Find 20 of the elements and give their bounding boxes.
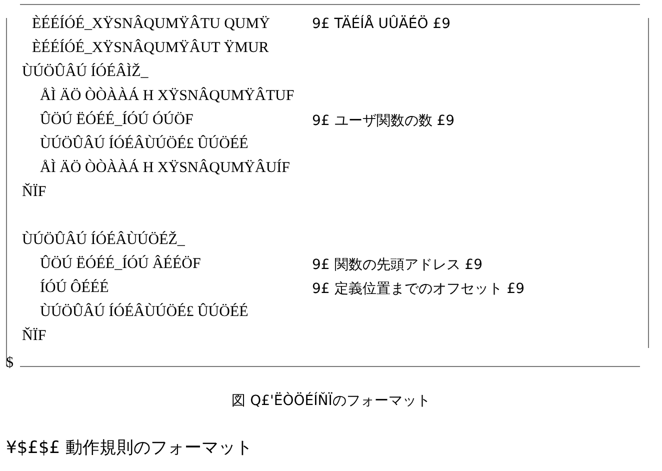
code-comment: 9£ TÄÉÍÅ UÛÄÉÖ £9 xyxy=(312,16,451,32)
code-line: ÙÚÖÛÂÚ ÍÓÉÂÙÚÖÉ£ ÛÚÖÉÉ xyxy=(40,304,248,321)
code-line: ÙÚÖÛÂÚ ÍÓÉÂÙÚÖÉŽ_ xyxy=(22,232,185,249)
code-line: ÈÉÉÍÓÉ_XŸSNÂQUMŸÂUT ŸMUR xyxy=(32,40,269,57)
section-heading: ¥$£$£ 動作規則のフォーマット xyxy=(6,437,252,459)
code-line: ÅÌ ÄÖ ÒÒÀÀÁ H XŸSNÂQUMŸÂTUF xyxy=(40,88,294,105)
code-comment: 9£ 定義位置までのオフセット £9 xyxy=(312,280,525,298)
code-line: ÅÌ ÄÖ ÒÒÀÀÁ H XŸSNÂQUMŸÂUÍF xyxy=(40,160,290,177)
figure-caption: 図 Q£'ËÒÖÉÍŇÏのフォーマット xyxy=(232,393,430,409)
code-line: ŇÏF xyxy=(22,328,46,345)
code-line: ÛÖÚ ËÓÉÉ_ÍÓÚ ÓÚÖF xyxy=(40,112,194,129)
code-line: ÙÚÖÛÂÚ ÍÓÉÂÌŽ_ xyxy=(22,64,148,81)
code-comment: 9£ ユーザ関数の数 £9 xyxy=(312,112,455,130)
code-line: ÙÚÖÛÂÚ ÍÓÉÂÙÚÖÉ£ ÛÚÖÉÉ xyxy=(40,136,248,153)
code-comment: 9£ 関数の先頭アドレス £9 xyxy=(312,256,483,274)
code-line: ÈÉÉÍÓÉ_XŸSNÂQUMŸÂTU QUMŸ xyxy=(32,16,270,33)
code-line: ÛÖÚ ËÓÉÉ_ÍÓÚ ÂÉÉÖF xyxy=(40,256,201,273)
code-line: ŇÏF xyxy=(22,184,46,201)
code-line: ÍÓÚ ÔÉÉÉ xyxy=(40,280,109,297)
margin-mark: $ xyxy=(6,355,14,372)
